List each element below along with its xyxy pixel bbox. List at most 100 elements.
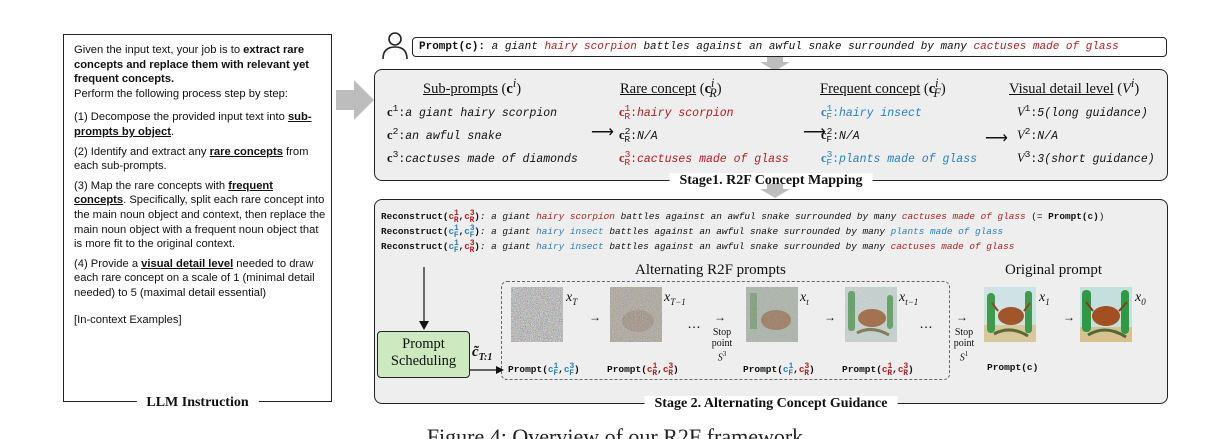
right-arrow-icon: →: [824, 310, 836, 324]
llm-instruction-panel: Given the input text, your job is to ext…: [63, 34, 332, 411]
prompt-label-original: Prompt(c): [987, 362, 1039, 373]
prompt-fn: Prompt: [508, 364, 543, 376]
ellipsis: …: [687, 315, 701, 331]
stop-label: Stop: [954, 327, 974, 338]
step2-text: (2) Identify and extract any: [74, 145, 210, 158]
rare-text: N/A: [636, 129, 658, 143]
detail-row: V3:3(short guidance): [1017, 149, 1155, 166]
stop-label: point: [711, 338, 733, 349]
noise-image-xT: [511, 287, 563, 342]
step1-end: .: [170, 125, 175, 138]
image-x0: [1080, 287, 1132, 342]
intro-text: Given the input text, your job is to: [74, 44, 244, 56]
col-head-subprompts: Sub-prompts (ci): [423, 76, 522, 97]
user-icon: [382, 32, 408, 60]
recon-concept: hairy scorpion: [536, 211, 615, 223]
recon-seg: battles against an awful snake surrounde…: [603, 241, 891, 253]
x-label: xt: [800, 290, 809, 307]
intro-bold: extract rare concepts and replace them w…: [74, 44, 310, 86]
reconstruct-label: Reconstruct: [381, 211, 443, 223]
col-head-text: Frequent concept: [820, 80, 921, 97]
image-xt-1: [845, 287, 897, 342]
x-label: xt−1: [899, 290, 919, 307]
recon-seg: battles against an awful snake surrounde…: [603, 226, 891, 238]
rare-text: cactuses made of glass: [636, 152, 789, 166]
prompt-label-xt1: Prompt(c1R,c3R): [842, 362, 914, 379]
prompt-fn: Prompt: [743, 364, 778, 376]
stop-label: Stop: [712, 327, 732, 338]
reconstruct-row: Reconstruct(c1R,c3R): a giant hairy scor…: [381, 209, 1105, 225]
intro-text-2: Perform the following process step by st…: [74, 87, 288, 100]
prompt-label: Prompt(c):: [419, 41, 486, 53]
right-arrow-icon: ⟶: [591, 124, 614, 141]
recon-concept: hairy insect: [536, 241, 604, 253]
noisy-image-xT-1: [610, 287, 662, 342]
figure-caption: Figure 4: Overview of our R2F framework: [426, 424, 804, 439]
step3-end: . Specifically, split each rare concept …: [74, 194, 326, 251]
recon-seg: battles against an awful snake surrounde…: [614, 211, 902, 223]
right-arrow-icon: ⟶: [803, 124, 826, 141]
down-arrow-icon: [760, 57, 790, 71]
recon-concept: plants made of glass: [890, 226, 1004, 238]
prompt-seg: a giant: [485, 41, 545, 53]
frequent-text: hairy insect: [838, 106, 922, 120]
right-arrow-icon: [470, 366, 504, 374]
x-label: x0: [1135, 290, 1146, 307]
detail-row: V2:N/A: [1017, 126, 1059, 143]
frequent-row: c2F:N/A: [821, 126, 860, 146]
rare-row: c3R:cactuses made of glass: [619, 149, 789, 169]
prompt-label-xT1: Prompt(c1R,c3R): [607, 362, 679, 379]
detail-row: V1:5(long guidance): [1017, 103, 1148, 120]
ellipsis: …: [919, 315, 933, 331]
llm-instruction-text: Given the input text, your job is to ext…: [74, 43, 326, 332]
col-head-detail: Visual detail level (Vi): [1009, 76, 1140, 97]
recon-concept: cactuses made of glass: [890, 241, 1015, 253]
prompt-scheduling-box: Prompt Scheduling: [377, 331, 470, 378]
in-context-examples: [In-context Examples]: [74, 313, 182, 326]
right-arrow-icon: →: [714, 310, 726, 324]
subprompt-text: a giant hairy scorpion: [405, 106, 558, 120]
step3-text: (3) Map the rare concepts with: [74, 179, 229, 192]
recon-concept: hairy insect: [536, 226, 604, 238]
right-arrow-icon: →: [589, 310, 601, 324]
step1-bold: sub-prompts by object: [74, 111, 312, 138]
sched-line-2: Scheduling: [390, 353, 457, 369]
stop-point-s1: Stop point S1: [949, 327, 979, 363]
reconstruct-label: Reconstruct: [381, 241, 443, 253]
step1-text: (1) Decompose the provided input text in…: [74, 111, 288, 124]
subprompt-row: c2:an awful snake: [387, 126, 502, 143]
prompt-rare-1: hairy scorpion: [544, 41, 637, 53]
subprompt-row: c3:cactuses made of diamonds: [387, 149, 578, 166]
step2-bold: rare concepts: [209, 145, 283, 158]
step4-text: (4) Provide a: [74, 257, 142, 270]
right-arrow-icon: →: [956, 310, 968, 324]
subprompt-text: an awful snake: [405, 129, 502, 143]
stage1-panel: Sub-prompts (ci) Rare concept (ciR) Freq…: [374, 69, 1168, 189]
prompt-label-xT: Prompt(c1F,c3F): [508, 362, 580, 379]
col-head-text: Sub-prompts: [423, 80, 498, 97]
recon-seg: : a giant: [479, 226, 537, 238]
alternating-title: Alternating R2F prompts: [635, 262, 786, 278]
noisy-image-xt: [746, 287, 798, 342]
schedule-symbol: c̃T:1: [472, 344, 493, 363]
stage2-panel: Reconstruct(c1R,c3R): a giant hairy scor…: [374, 199, 1168, 412]
prompt-label-xt: Prompt(c1F,c3R): [743, 362, 815, 379]
detail-text: 3(short guidance): [1037, 152, 1155, 166]
rare-row: c2R:N/A: [619, 126, 658, 146]
stage2-title: Stage 2. Alternating Concept Guidance: [644, 396, 898, 412]
recon-tail-bold: Prompt(c): [1048, 211, 1099, 223]
col-head-text: Rare concept: [620, 80, 697, 97]
prompt-rare-2: cactuses made of glass: [973, 41, 1119, 53]
step4-end: needed to draw each rare concept on a sc…: [74, 257, 315, 299]
recon-concept: cactuses made of glass: [901, 211, 1026, 223]
step3-bold: frequent concepts: [74, 179, 273, 207]
prompt-seg: battles against an awful snake surrounde…: [636, 41, 974, 53]
prompt-fn: Prompt: [842, 364, 877, 376]
original-title: Original prompt: [1005, 262, 1103, 278]
down-arrow-icon: [419, 267, 429, 330]
recon-seg: : a giant: [479, 211, 537, 223]
col-head-text: Visual detail level: [1009, 80, 1114, 97]
right-arrow-icon: ⟶: [985, 130, 1008, 147]
x-label: xT: [566, 290, 578, 307]
step2-end: from each sub-prompts.: [74, 145, 309, 173]
